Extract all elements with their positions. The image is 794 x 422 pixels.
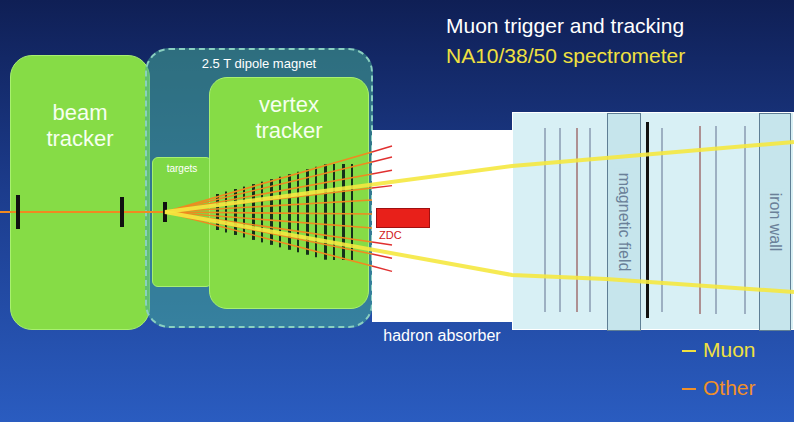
hodoscope bbox=[646, 122, 649, 318]
vertex-plane bbox=[324, 164, 327, 259]
vertex-plane bbox=[342, 164, 345, 260]
muon-track bbox=[165, 212, 794, 292]
beam-tracker-plane bbox=[120, 197, 124, 227]
legend-entry: Muon bbox=[682, 338, 756, 362]
vertex-planes bbox=[216, 164, 353, 260]
absorbed-track bbox=[372, 146, 392, 152]
hadron-track bbox=[165, 188, 372, 212]
vertex-plane bbox=[297, 172, 299, 253]
vertex-plane bbox=[216, 194, 219, 230]
magnet-region: 2.5 T dipole magnet targets vertex tracker bbox=[145, 48, 373, 328]
legend-text: Other bbox=[703, 376, 756, 399]
vertex-plane bbox=[333, 164, 335, 260]
vertex-plane bbox=[252, 184, 255, 240]
vertex-plane bbox=[279, 177, 281, 248]
hadron-track bbox=[165, 200, 372, 212]
hadron-track bbox=[165, 212, 372, 242]
detector-plane bbox=[661, 128, 663, 312]
hadron-track bbox=[165, 174, 372, 212]
vertex-plane bbox=[306, 169, 309, 255]
detector-plane bbox=[544, 128, 546, 312]
target-box: targets bbox=[152, 157, 212, 287]
absorbed-track bbox=[372, 254, 392, 258]
absorbed-track bbox=[372, 170, 392, 174]
absorbed-track bbox=[372, 242, 392, 245]
node-label: magnetic field bbox=[614, 169, 633, 276]
detector-plane bbox=[559, 128, 561, 312]
absorber-block: hadron absorberZDC bbox=[372, 130, 512, 322]
vertex-plane bbox=[351, 164, 353, 260]
detector-plane bbox=[744, 126, 746, 314]
vertex-plane bbox=[288, 174, 291, 250]
node-label: 2.5 T dipole magnet bbox=[159, 56, 359, 72]
hadron-track bbox=[165, 212, 372, 214]
spectrometer-box: Muon trigger and trackingNA10/38/50 spec… bbox=[512, 112, 794, 330]
detector-plane bbox=[589, 128, 591, 312]
vertex-plane bbox=[315, 167, 317, 257]
absorbed-track bbox=[372, 186, 392, 188]
vertex-plane bbox=[261, 182, 263, 243]
absorbed-track bbox=[372, 157, 392, 162]
hadron-track bbox=[165, 162, 372, 212]
hadron-track bbox=[165, 152, 372, 212]
node-label: vertex tracker bbox=[234, 92, 344, 145]
iron-wall-band: iron wall bbox=[759, 113, 791, 331]
absorbed-track bbox=[372, 266, 392, 271]
legend-text: Muon bbox=[703, 338, 756, 361]
heading-text: NA10/38/50 spectrometer bbox=[446, 43, 685, 68]
legend-entry: Other bbox=[682, 376, 756, 400]
vertex-plane bbox=[234, 189, 237, 235]
detector-plane bbox=[699, 126, 701, 314]
vertex-plane bbox=[243, 187, 245, 238]
vertex-plane bbox=[270, 179, 273, 245]
field-band: magnetic field bbox=[607, 113, 641, 331]
zdc-box: ZDC bbox=[376, 208, 430, 228]
hadron-tracks bbox=[165, 146, 392, 271]
target-foil bbox=[163, 202, 167, 222]
node-label: ZDC bbox=[379, 229, 402, 242]
muon-track bbox=[165, 142, 794, 212]
hadron-track bbox=[165, 212, 372, 254]
detector-plane bbox=[715, 126, 717, 314]
node-label: hadron absorber bbox=[372, 326, 512, 345]
legend-line-sample bbox=[682, 388, 696, 390]
node-label: targets bbox=[157, 163, 207, 175]
node-label: iron wall bbox=[765, 189, 784, 256]
node-label: beam tracker bbox=[25, 100, 135, 153]
legend-line-sample bbox=[682, 350, 696, 352]
beam-line bbox=[0, 211, 165, 213]
beam-tracker-plane bbox=[16, 195, 20, 229]
spectrometer-planes bbox=[545, 122, 745, 318]
detector-plane bbox=[576, 128, 578, 312]
hadron-track bbox=[165, 212, 372, 228]
hadron-track bbox=[165, 212, 372, 266]
detector-box: beam tracker bbox=[10, 55, 150, 330]
vertex-plane bbox=[225, 192, 227, 233]
detector-box: vertex tracker bbox=[209, 77, 369, 309]
heading-text: Muon trigger and tracking bbox=[446, 13, 684, 38]
